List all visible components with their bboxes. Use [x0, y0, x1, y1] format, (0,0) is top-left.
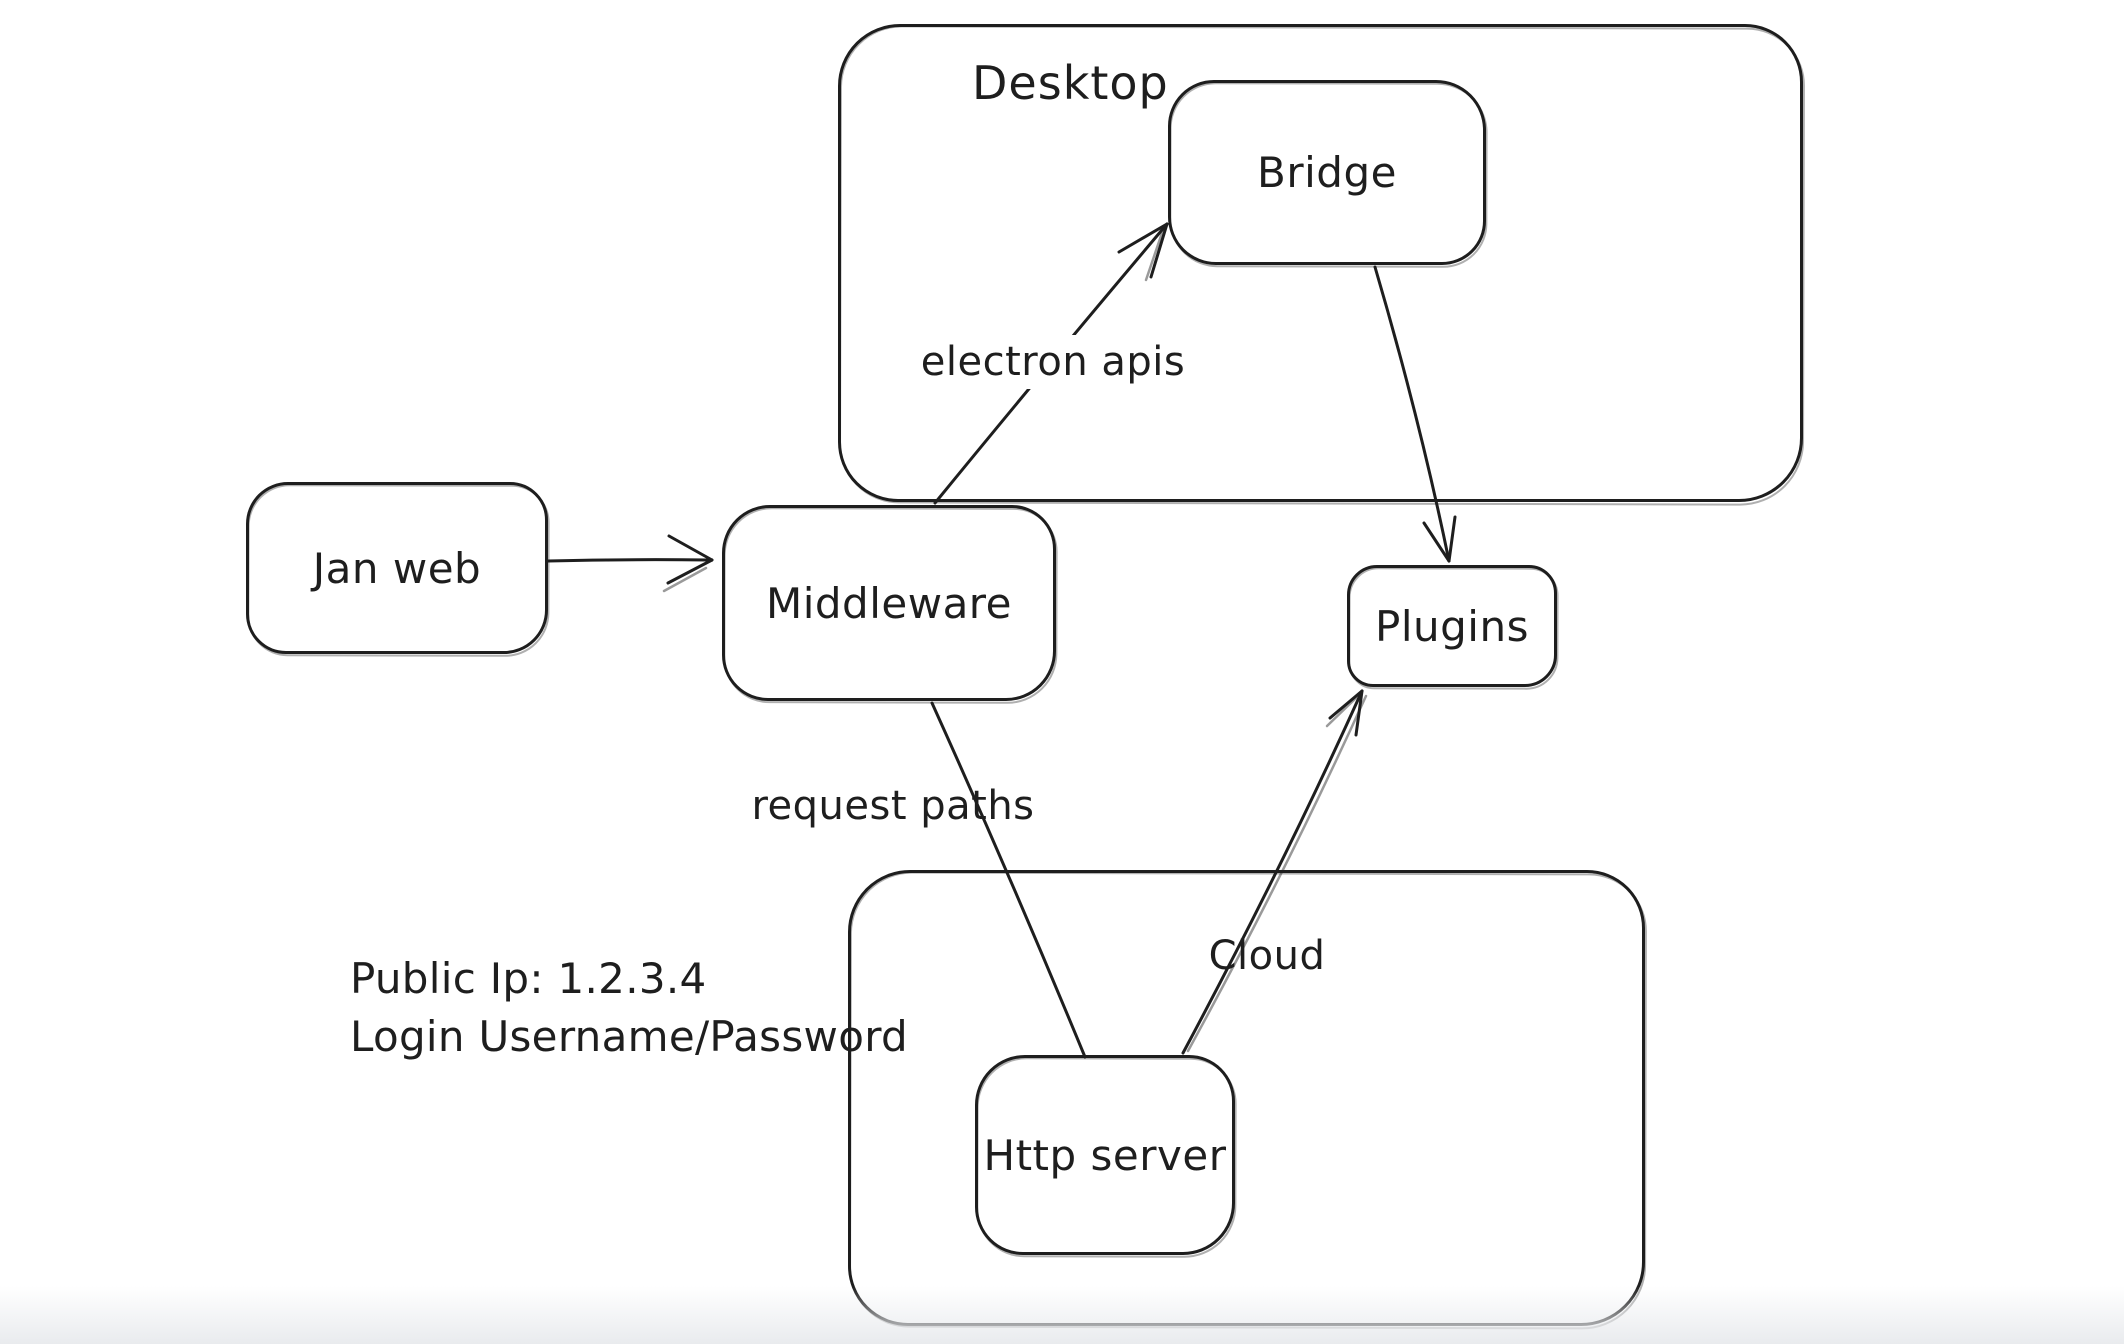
- node-http-server[interactable]: Http server: [975, 1055, 1235, 1255]
- node-bridge-label[interactable]: Bridge: [1257, 148, 1397, 197]
- node-bridge[interactable]: Bridge: [1168, 80, 1486, 265]
- node-plugins-label[interactable]: Plugins: [1375, 601, 1529, 651]
- desktop-container[interactable]: [838, 24, 1803, 502]
- edge-janweb-to-middleware[interactable]: [546, 534, 714, 593]
- node-middleware[interactable]: Middleware: [722, 505, 1056, 701]
- node-plugins[interactable]: Plugins: [1347, 565, 1557, 687]
- node-http-server-label[interactable]: Http server: [983, 1130, 1227, 1180]
- node-jan-web[interactable]: Jan web: [246, 482, 548, 654]
- node-middleware-label[interactable]: Middleware: [765, 578, 1012, 628]
- annotation-line-login: Login Username/Password: [350, 1012, 908, 1061]
- public-ip-annotation[interactable]: Public Ip: 1.2.3.4 Login Username/Passwo…: [350, 950, 908, 1066]
- annotation-line-public-ip: Public Ip: 1.2.3.4: [350, 954, 707, 1003]
- edge-label-request-paths[interactable]: request paths: [751, 783, 1035, 829]
- desktop-container-label[interactable]: Desktop: [972, 56, 1169, 110]
- node-jan-web-label[interactable]: Jan web: [312, 543, 482, 593]
- cloud-container-label[interactable]: Cloud: [1208, 933, 1326, 979]
- edge-label-electron-apis[interactable]: electron apis: [910, 335, 1196, 389]
